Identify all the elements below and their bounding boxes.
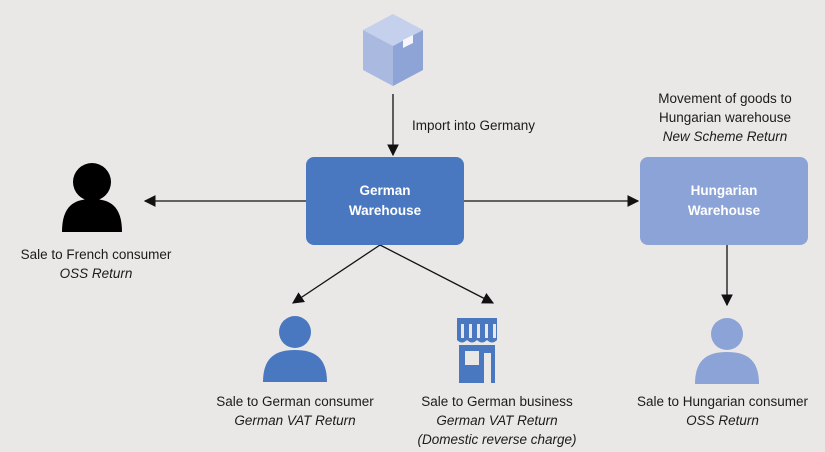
german-business-arrow: [379, 244, 495, 304]
person-icon: [695, 318, 759, 384]
german-business-label: Sale to German business German VAT Retur…: [397, 392, 597, 449]
hungarian-warehouse-node: Hungarian Warehouse: [640, 157, 808, 245]
french-consumer-label: Sale to French consumer OSS Return: [0, 245, 192, 283]
movement-return: New Scheme Return: [662, 129, 788, 144]
movement-line2: Hungarian warehouse: [658, 110, 792, 125]
hungarian-warehouse-line2: Warehouse: [687, 203, 761, 218]
movement-line1: Movement of goods to: [658, 91, 792, 106]
german-consumer-return: German VAT Return: [234, 413, 356, 428]
german-consumer-label: Sale to German consumer German VAT Retur…: [195, 392, 395, 430]
package-box-icon: [363, 14, 423, 86]
german-business-return: German VAT Return: [436, 413, 558, 428]
german-warehouse-node: German Warehouse: [306, 157, 464, 245]
person-icon: [263, 316, 327, 382]
person-icon: [62, 163, 122, 232]
french-consumer-return: OSS Return: [59, 266, 133, 281]
hungarian-consumer-label: Sale to Hungarian consumer OSS Return: [620, 392, 825, 430]
movement-label: Movement of goods to Hungarian warehouse…: [625, 89, 825, 146]
german-consumer-arrow: [292, 244, 381, 304]
storefront-icon: [457, 318, 497, 383]
hungarian-warehouse-line1: Hungarian: [690, 183, 758, 198]
hungarian-consumer-return: OSS Return: [686, 413, 759, 428]
german-business-sale: Sale to German business: [421, 394, 573, 409]
german-consumer-sale: Sale to German consumer: [216, 394, 374, 409]
german-warehouse-line1: German: [359, 183, 411, 198]
hungarian-consumer-sale: Sale to Hungarian consumer: [636, 394, 809, 409]
french-consumer-sale: Sale to French consumer: [20, 247, 172, 262]
import-label: Import into Germany: [412, 118, 536, 133]
german-warehouse-line2: Warehouse: [348, 203, 422, 218]
german-business-note: (Domestic reverse charge): [417, 432, 577, 447]
